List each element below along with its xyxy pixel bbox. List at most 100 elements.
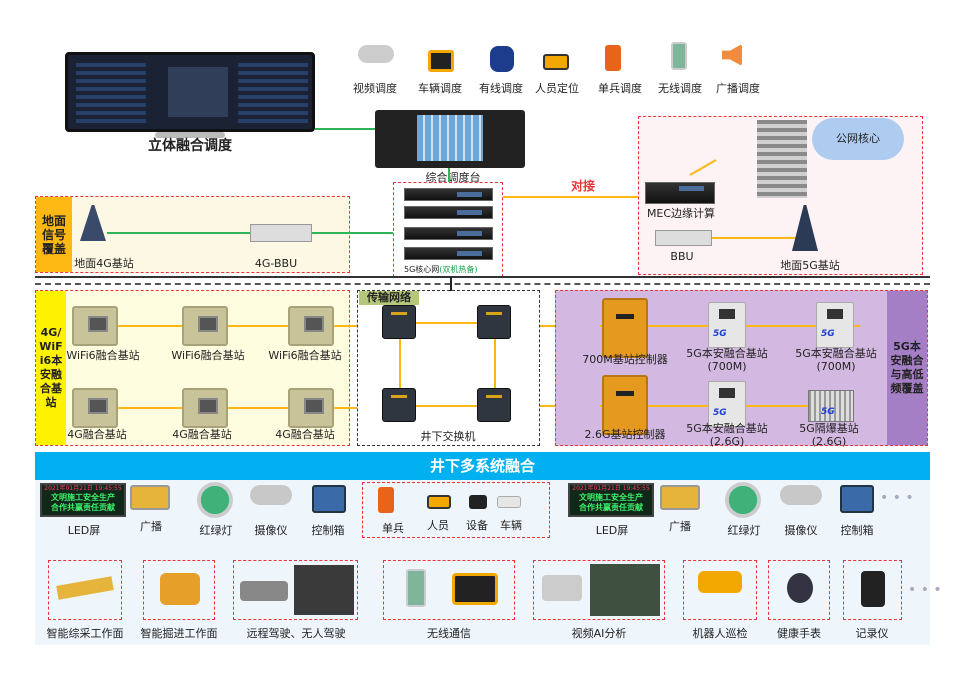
broadcast-label: 广播 — [669, 520, 691, 533]
ai-camera-icon — [542, 575, 582, 601]
traffic-light-label: 红绿灯 — [199, 524, 233, 537]
led-label: LED屏 — [67, 524, 101, 537]
ring-line — [400, 405, 495, 407]
4g-station-label: 4G融合基站 — [275, 428, 335, 441]
station-band: (2.6G) — [811, 435, 847, 448]
5g-station-700m-label: 5G本安融合基站(700M) — [795, 347, 877, 373]
fusion-banner: 井下多系统融合 — [35, 452, 930, 480]
flameproof-station-icon: 5G — [808, 390, 854, 422]
link-line — [448, 168, 450, 182]
row2-label: 视频AI分析 — [571, 627, 627, 640]
divider — [35, 283, 930, 285]
item-individual-dispatch: 单兵调度 — [598, 82, 642, 95]
4g-station-label: 4G融合基站 — [172, 428, 232, 441]
individual-icon — [605, 45, 621, 71]
row2-label: 健康手表 — [777, 627, 821, 640]
5g-badge: 5G — [821, 329, 835, 339]
led-label: LED屏 — [595, 524, 629, 537]
core-label: 5G核心网(双机热备) — [404, 264, 478, 275]
led-line2: 合作共赢责任贡献 — [579, 503, 643, 512]
26g-controller-label: 2.6G基站控制器 — [584, 428, 666, 441]
truck-icon — [240, 581, 288, 601]
server-icon — [404, 227, 493, 240]
26g-controller-icon — [602, 375, 648, 435]
traffic-light-icon — [197, 482, 233, 518]
link-line — [503, 196, 638, 198]
switch-icon — [477, 388, 511, 422]
item-personnel-location: 人员定位 — [535, 82, 579, 95]
wireless-box — [383, 560, 515, 620]
server-icon — [404, 247, 493, 260]
5g-station-icon: 5G — [708, 302, 746, 348]
broadcast-label: 广播 — [140, 520, 162, 533]
cloud-icon — [812, 118, 904, 160]
link-line — [450, 277, 452, 291]
row2-label: 智能综采工作面 — [46, 627, 124, 640]
switch-icon — [382, 305, 416, 339]
5g-station-700m-label: 5G本安融合基站(700M) — [686, 347, 768, 373]
roadheader-icon — [160, 573, 200, 605]
switch-icon — [382, 388, 416, 422]
station-name: 5G隔爆基站 — [799, 422, 859, 435]
5g-station-icon: 5G — [708, 381, 746, 427]
camera-icon — [358, 45, 394, 63]
individual-icon — [378, 487, 394, 513]
core-name: 5G核心网 — [404, 265, 440, 274]
5g-station-icon: 5G — [816, 302, 854, 348]
more-indicator: • • • — [880, 490, 914, 506]
row2-label: 无线通信 — [427, 627, 471, 640]
4g-station-icon — [182, 388, 228, 428]
700m-controller-icon — [602, 298, 648, 358]
device-label: 设备 — [466, 519, 488, 532]
led-time: 2021年01月21日 19:45:55 — [44, 485, 122, 492]
link-line — [110, 325, 357, 327]
ai-video-frame-icon — [590, 564, 660, 616]
item-vehicle-dispatch: 车辆调度 — [418, 82, 462, 95]
ring-line — [494, 322, 496, 405]
4g-station-icon — [288, 388, 334, 428]
body-camera-icon — [861, 571, 885, 607]
cloud-label: 公网核心 — [836, 132, 880, 145]
ring-line — [400, 322, 495, 324]
fully-mechanized-face-box — [48, 560, 122, 620]
speaker-icon — [722, 44, 742, 66]
item-broadcast-dispatch: 广播调度 — [716, 82, 760, 95]
link-line — [600, 405, 810, 407]
traffic-light-icon — [725, 482, 761, 518]
4g-bbu-label: 4G-BBU — [254, 257, 298, 270]
positioning-group — [362, 482, 550, 538]
vehicle-tag-icon — [497, 496, 521, 508]
camera-label: 摄像仪 — [784, 524, 818, 537]
personnel-label: 人员 — [427, 519, 449, 532]
5g-station-26g-label: 5G本安融合基站(2.6G) — [686, 422, 768, 448]
dispatch-monitor — [65, 52, 315, 132]
transport-title: 传输网络 — [359, 291, 419, 305]
switch-label: 井下交换机 — [420, 430, 476, 443]
row2-label: 智能掘进工作面 — [140, 627, 218, 640]
led-line1: 文明施工安全生产 — [51, 493, 115, 502]
health-watch-box — [768, 560, 830, 620]
mobile-phone-icon — [671, 42, 687, 70]
4g-station-label: 4G融合基站 — [67, 428, 127, 441]
station-name: 5G本安融合基站 — [686, 422, 768, 435]
dispatch-title: 立体融合调度 — [148, 138, 232, 154]
led-screen-icon: 2021年01月21日 19:45:55 文明施工安全生产 合作共赢责任贡献 — [568, 483, 654, 517]
core-note: (双机热备) — [439, 265, 478, 274]
wifi6-station-icon — [182, 306, 228, 346]
camera-icon — [780, 485, 822, 505]
mec-server-icon — [645, 182, 715, 204]
item-wireless-dispatch: 无线调度 — [658, 82, 702, 95]
item-video-dispatch: 视频调度 — [353, 82, 397, 95]
shearer-icon — [56, 576, 114, 600]
5g-title: 5G本安融合与高低频覆盖 — [887, 291, 927, 445]
4g-bbu-icon — [250, 224, 312, 242]
wifi6-station-label: WiFi6融合基站 — [66, 349, 140, 362]
control-box-label: 控制箱 — [840, 524, 874, 537]
broadcast-icon — [660, 485, 700, 510]
robot-icon — [698, 571, 742, 593]
led-time: 2021年01月21日 19:45:55 — [572, 485, 650, 492]
link-line — [110, 407, 357, 409]
700m-controller-label: 700M基站控制器 — [582, 353, 668, 366]
switch-icon — [477, 305, 511, 339]
bbu-icon — [655, 230, 712, 246]
